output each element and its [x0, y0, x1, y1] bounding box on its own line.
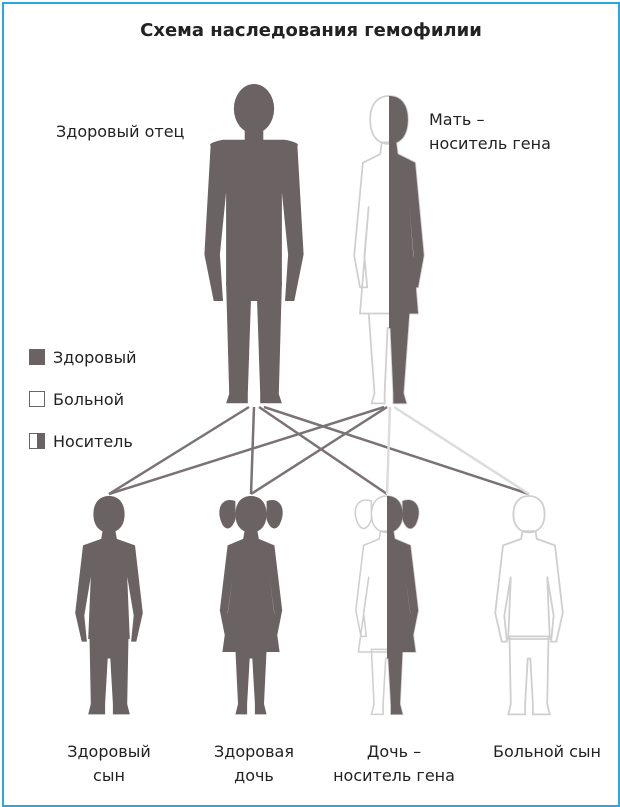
legend-label: Больной	[53, 390, 124, 409]
legend-carrier: Носитель	[29, 429, 133, 453]
child-label-son-line1: Здоровый	[44, 740, 174, 764]
mother-figure-shape	[354, 96, 424, 403]
healthy-son-figure	[75, 496, 143, 714]
child-label-son-line2: сын	[44, 764, 174, 788]
carrier-swatch	[29, 433, 45, 449]
legend-healthy: Здоровый	[29, 345, 137, 369]
child-label-daughter-line2: дочь	[194, 764, 314, 788]
legend-label: Носитель	[53, 432, 133, 451]
father-figure	[204, 84, 303, 403]
inheritance-lines	[109, 407, 529, 494]
mother-label-line1: Мать –	[429, 108, 484, 132]
line-mother-son	[109, 407, 384, 494]
carrier-daughter-figure	[355, 496, 418, 714]
sick-son-figure	[495, 496, 563, 714]
child-label-carrier-line2: носитель гена	[324, 764, 464, 788]
child-label-sickson: Больной сын	[482, 740, 612, 764]
mother-label-line2: носитель гена	[429, 132, 551, 156]
sick-swatch	[29, 391, 45, 407]
adult-male-silhouette	[204, 84, 303, 403]
line-father-sickson	[264, 407, 529, 494]
healthy-swatch	[29, 349, 45, 365]
legend-sick: Больной	[29, 387, 124, 411]
legend-label: Здоровый	[53, 348, 137, 367]
healthy-daughter-figure	[219, 496, 282, 714]
line-mother-carrier	[387, 407, 390, 494]
child-label-carrier-line1: Дочь –	[324, 740, 464, 764]
line-mother-sickson	[394, 407, 529, 494]
father-label: Здоровый отец	[56, 120, 184, 144]
line-father-daughter	[251, 407, 254, 494]
child-label-daughter-line1: Здоровая	[194, 740, 314, 764]
